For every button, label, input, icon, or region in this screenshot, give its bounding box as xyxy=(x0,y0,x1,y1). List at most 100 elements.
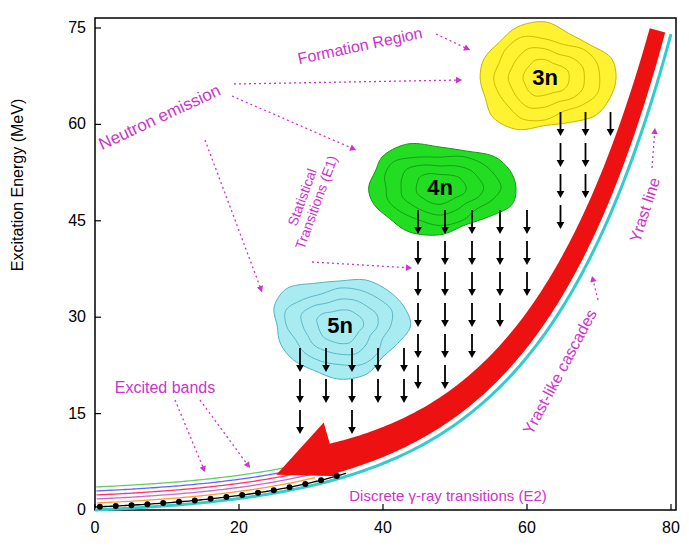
axes-frame xyxy=(95,18,676,510)
arrow-head xyxy=(441,351,449,358)
arrow-head xyxy=(441,227,449,234)
arrow-head xyxy=(348,427,356,434)
tick-mark xyxy=(382,504,383,510)
statistical-transitions xyxy=(414,210,531,389)
arrow-head xyxy=(523,258,531,265)
transition-arrow xyxy=(526,210,528,229)
arrow-head xyxy=(441,320,449,327)
arrow-head xyxy=(556,129,564,136)
axis-title: Excitation Energy (MeV) xyxy=(9,99,27,272)
transition-arrow xyxy=(559,112,561,131)
transition-dot xyxy=(192,497,198,503)
arrow-head xyxy=(348,365,356,372)
channel-label: 4n xyxy=(427,176,453,200)
annotation-label: Statistical Transitions (E1) xyxy=(276,142,343,258)
arrow-head xyxy=(441,258,449,265)
arrow-head xyxy=(468,289,476,296)
arrow-head xyxy=(651,128,658,134)
leader-line xyxy=(205,140,262,292)
transition-dot xyxy=(113,503,119,509)
arrow-head xyxy=(556,222,564,229)
evaporation-region: 3n xyxy=(468,19,623,137)
arrow-head xyxy=(414,289,422,296)
transition-arrow xyxy=(351,348,353,367)
tick-label: 0 xyxy=(77,501,86,519)
annotation-label: Formation Region xyxy=(296,24,424,68)
transition-arrow xyxy=(444,210,446,229)
transition-arrow xyxy=(471,303,473,322)
arrow-head xyxy=(257,285,263,292)
arrow-head xyxy=(496,258,504,265)
transition-arrow xyxy=(377,379,379,398)
transition-dot xyxy=(255,490,261,496)
annotation-label: Excited bands xyxy=(115,379,216,397)
arrow-head xyxy=(463,44,470,50)
transition-dot xyxy=(160,500,166,506)
transition-arrow xyxy=(471,272,473,291)
transition-dot xyxy=(287,484,293,490)
transition-arrow xyxy=(444,334,446,353)
transition-dot xyxy=(271,487,277,493)
leader-line xyxy=(312,262,412,268)
transition-arrow xyxy=(526,272,528,291)
transition-arrow xyxy=(471,334,473,353)
contour-line xyxy=(401,165,484,215)
arrow-head xyxy=(468,227,476,234)
tick-label: 45 xyxy=(68,212,86,230)
transition-arrow xyxy=(299,348,301,367)
arrow-head xyxy=(581,191,589,198)
blob-outline xyxy=(480,22,616,130)
transition-arrow xyxy=(351,379,353,398)
tick-mark xyxy=(670,504,671,510)
transition-arrow xyxy=(299,410,301,429)
leader-line xyxy=(200,400,250,468)
tick-label: 15 xyxy=(68,405,86,423)
arrow-head xyxy=(468,320,476,327)
transition-arrow xyxy=(471,241,473,260)
arrow-head xyxy=(244,461,250,468)
transition-arrow xyxy=(471,210,473,229)
transition-arrow xyxy=(403,379,405,398)
leader-line xyxy=(232,96,356,150)
transition-arrow xyxy=(444,365,446,384)
transition-arrow xyxy=(584,112,586,131)
transition-dot xyxy=(129,502,135,508)
transition-dot xyxy=(318,477,324,483)
leader-line xyxy=(175,400,205,472)
arrow-head xyxy=(322,396,330,403)
evaporation-region: 5n xyxy=(264,270,416,382)
transition-arrow xyxy=(325,379,327,398)
transition-dot xyxy=(208,496,214,502)
arrow-head xyxy=(441,289,449,296)
arrow-head xyxy=(590,276,596,283)
transition-arrow xyxy=(444,272,446,291)
transition-arrow xyxy=(299,379,301,398)
tick-mark xyxy=(95,220,101,221)
arrow-head xyxy=(296,427,304,434)
discrete-transitions xyxy=(95,473,346,510)
transition-arrow xyxy=(351,410,353,429)
arrow-head xyxy=(468,258,476,265)
arrow-head xyxy=(400,396,408,403)
transition-arrow xyxy=(499,210,501,229)
plot-frame xyxy=(95,18,676,510)
blob-outline xyxy=(369,143,516,235)
arrow-head xyxy=(414,320,422,327)
arrow-head xyxy=(414,351,422,358)
arrow-head xyxy=(496,227,504,234)
arrow-head xyxy=(374,396,382,403)
transition-dot xyxy=(144,501,150,507)
contour-line xyxy=(285,288,393,366)
transition-arrow xyxy=(609,112,611,131)
contour-line xyxy=(301,299,378,355)
tick-label: 20 xyxy=(230,519,248,537)
arrow-head xyxy=(296,365,304,372)
arrow-head xyxy=(523,289,531,296)
transition-arrow xyxy=(417,365,419,384)
channel-label: 3n xyxy=(532,66,558,90)
arrow-head xyxy=(581,160,589,167)
transition-arrow xyxy=(444,241,446,260)
annotation-label: Neutron emission xyxy=(96,82,224,155)
transition-arrow xyxy=(499,303,501,322)
tick-label: 40 xyxy=(374,519,392,537)
